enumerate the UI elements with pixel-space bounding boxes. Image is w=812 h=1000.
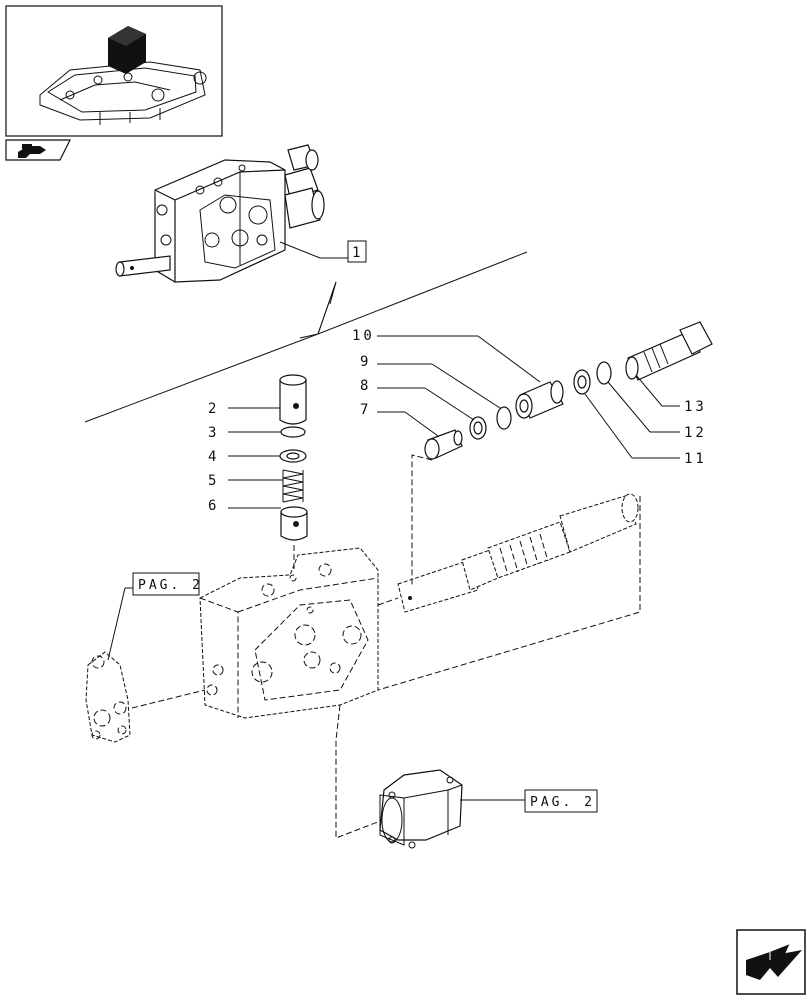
leader-line — [404, 411, 439, 437]
valve-section-body — [199, 547, 379, 719]
end-cap-illustration — [379, 769, 463, 849]
callout-11[interactable]: 11 — [684, 451, 707, 467]
assembly-line — [335, 704, 389, 839]
overview-thumbnail[interactable] — [5, 5, 223, 137]
leader-line — [477, 335, 541, 383]
hand-pointer-icon[interactable] — [5, 139, 71, 161]
assembly-line — [377, 496, 641, 691]
next-page-arrow-icon[interactable] — [736, 929, 806, 995]
callout-13[interactable]: 13 — [684, 399, 707, 415]
leader-line — [607, 381, 651, 433]
leader-line — [584, 393, 633, 459]
part-5-spring[interactable] — [282, 469, 304, 503]
part-13-plug[interactable] — [625, 321, 713, 381]
lever-illustration — [85, 651, 131, 743]
callout-7[interactable]: 7 — [360, 402, 371, 418]
callout-6[interactable]: 6 — [208, 498, 219, 514]
leader-line — [107, 587, 126, 661]
part-4-washer[interactable] — [279, 449, 307, 463]
callout-2[interactable]: 2 — [208, 401, 219, 417]
leader-line — [424, 387, 475, 421]
callout-3[interactable]: 3 — [208, 425, 219, 441]
leader-line — [635, 374, 663, 407]
callout-box-1[interactable] — [347, 240, 367, 263]
callout-4[interactable]: 4 — [208, 449, 219, 465]
callout-10[interactable]: 10 — [352, 328, 375, 344]
page-ref-bottom[interactable]: PAG. 2 — [524, 789, 598, 813]
callout-12[interactable]: 12 — [684, 425, 707, 441]
assembly-line — [131, 689, 206, 709]
part-6-cup[interactable] — [280, 506, 308, 541]
part-10-seat[interactable] — [515, 380, 564, 419]
valve-assembly-illustration — [115, 144, 325, 283]
part-12-o-ring[interactable] — [596, 361, 612, 385]
section-break-notch — [299, 281, 337, 339]
part-9-o-ring[interactable] — [496, 406, 512, 430]
leader-line — [279, 241, 321, 259]
part-11-washer[interactable] — [573, 369, 591, 395]
leader-line — [431, 363, 501, 409]
callout-8[interactable]: 8 — [360, 378, 371, 394]
callout-5[interactable]: 5 — [208, 473, 219, 489]
callout-1[interactable]: 1 — [352, 245, 363, 261]
page-ref-bottom-label[interactable]: PAG. 2 — [530, 795, 595, 810]
part-2-plug[interactable] — [279, 374, 307, 425]
assembly-line — [377, 597, 399, 606]
page-ref-left-label[interactable]: PAG. 2 — [138, 578, 203, 593]
part-7-poppet[interactable] — [424, 429, 463, 460]
assembly-line — [411, 454, 433, 585]
part-8-washer[interactable] — [469, 416, 487, 440]
callout-9[interactable]: 9 — [360, 354, 371, 370]
part-3-circlip[interactable] — [280, 426, 306, 438]
page-ref-left[interactable]: PAG. 2 — [132, 572, 203, 596]
spool-illustration — [397, 493, 639, 613]
